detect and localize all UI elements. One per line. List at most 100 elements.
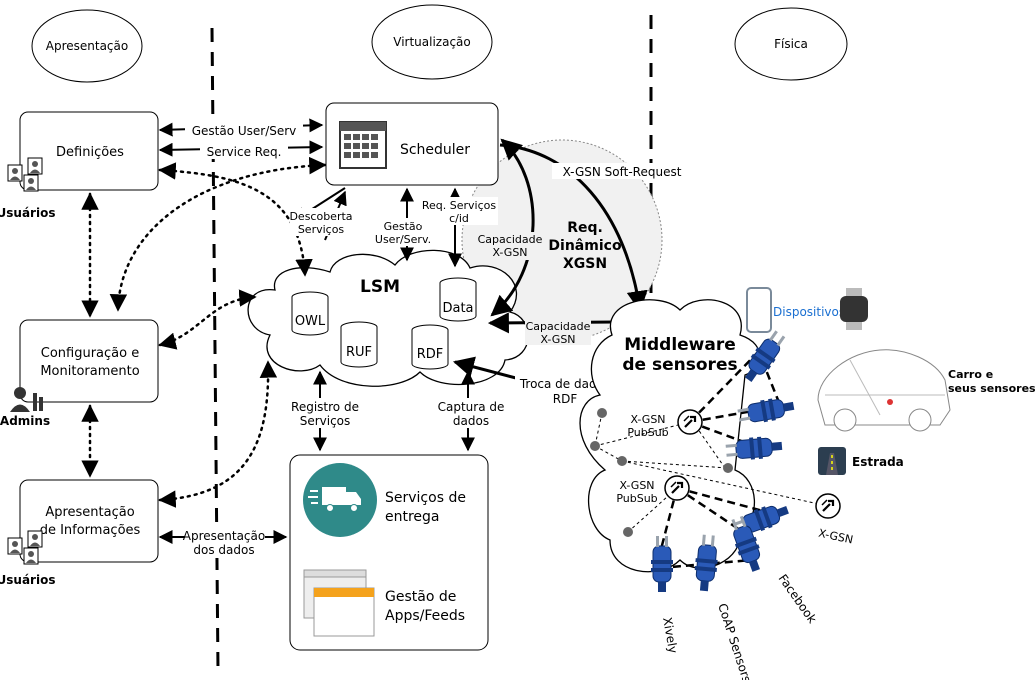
app-window-icon bbox=[303, 569, 375, 637]
car-label-1: Carro e bbox=[948, 368, 993, 381]
svg-text:Gestão User/Serv: Gestão User/Serv bbox=[192, 124, 297, 138]
car-label-2: seus sensores bbox=[948, 382, 1035, 395]
svg-text:de sensores: de sensores bbox=[622, 355, 737, 375]
smartphone-icon bbox=[746, 287, 772, 333]
pubsub1-label-1: X-GSN bbox=[630, 413, 665, 426]
road-icon bbox=[818, 447, 846, 475]
svg-text:Troca de dados: Troca de dados bbox=[519, 377, 610, 391]
sensor-middleware-cloud: Middleware de sensores bbox=[579, 299, 761, 573]
car-sensors-image bbox=[817, 349, 951, 432]
road-label: Estrada bbox=[852, 455, 904, 469]
config-monitoring-box: Configuração e Monitoramento bbox=[19, 319, 159, 403]
svg-text:LSM: LSM bbox=[360, 277, 400, 297]
edge-data-presentation: Apresentação dos dados bbox=[158, 528, 288, 558]
delivery-label-2: entrega bbox=[385, 509, 440, 525]
dotted-config-lsm bbox=[158, 289, 257, 350]
svg-text:dados: dados bbox=[453, 414, 489, 428]
apps-label-2: Apps/Feeds bbox=[385, 608, 465, 624]
facebook-label: Facebook bbox=[776, 572, 820, 626]
layer-virtualization: Virtualização bbox=[371, 4, 493, 80]
svg-text:c/id: c/id bbox=[449, 212, 469, 225]
svg-text:RUF: RUF bbox=[346, 345, 372, 360]
svg-text:XGSN: XGSN bbox=[563, 256, 607, 272]
svg-text:Definições: Definições bbox=[56, 145, 124, 160]
xively-label: Xively bbox=[660, 616, 680, 654]
owl-database: OWL bbox=[291, 291, 329, 336]
layer-presentation: Apresentação bbox=[31, 9, 143, 83]
scheduler-box: Scheduler bbox=[325, 102, 499, 186]
delivery-label-1: Serviços de bbox=[385, 490, 466, 506]
coap-label: CoAP Sensors bbox=[715, 602, 754, 680]
edge-capacity-2: Capacidade X-GSN bbox=[487, 312, 616, 346]
devices-label: Dispositivos bbox=[773, 305, 845, 319]
svg-text:Descoberta: Descoberta bbox=[289, 210, 352, 223]
users-top-label: Usuários bbox=[0, 206, 55, 220]
edge-mgmt-user-serv: Gestão User/Serv. bbox=[370, 187, 436, 262]
svg-text:Capacidade: Capacidade bbox=[478, 233, 543, 246]
svg-text:User/Serv.: User/Serv. bbox=[375, 233, 431, 246]
svg-text:de Informações: de Informações bbox=[40, 523, 141, 538]
svg-text:Req.: Req. bbox=[567, 220, 603, 236]
admins-label: Admins bbox=[0, 414, 50, 428]
lsm-cloud: LSM bbox=[247, 249, 529, 387]
rdf-database: RDF bbox=[411, 324, 449, 370]
ruf-database: RUF bbox=[340, 321, 378, 368]
edge-register-services: Registro de Serviços bbox=[285, 370, 365, 452]
edge-req-services: Req. Serviços c/id bbox=[420, 187, 498, 268]
svg-text:Capacidade: Capacidade bbox=[526, 320, 591, 333]
svg-text:Dinâmico: Dinâmico bbox=[548, 238, 622, 254]
svg-text:X-GSN: X-GSN bbox=[492, 246, 527, 259]
svg-text:RDF: RDF bbox=[553, 392, 578, 406]
users-bottom-label: Usuários bbox=[0, 573, 55, 587]
definitions-box: Definições bbox=[19, 111, 159, 191]
svg-text:Apresentação: Apresentação bbox=[46, 39, 128, 53]
calendar-icon bbox=[339, 121, 387, 169]
svg-text:Middleware: Middleware bbox=[624, 335, 736, 355]
svg-text:Registro de: Registro de bbox=[291, 400, 359, 414]
layer-physical: Física bbox=[734, 7, 848, 81]
delivery-truck-icon bbox=[303, 463, 377, 537]
edge-user-serv-mgmt: Gestão User/Serv bbox=[158, 118, 324, 138]
xgsn-node bbox=[814, 492, 842, 520]
svg-text:X-GSN Soft-Request: X-GSN Soft-Request bbox=[563, 165, 682, 179]
svg-text:Serviços: Serviços bbox=[298, 223, 345, 236]
apps-label-1: Gestão de bbox=[385, 589, 456, 605]
svg-text:Física: Física bbox=[774, 37, 808, 51]
svg-text:Service Req.: Service Req. bbox=[207, 145, 282, 159]
svg-text:Serviços: Serviços bbox=[300, 414, 351, 428]
pubsub2-label-2: PubSub bbox=[616, 492, 657, 505]
edge-capacity-1: Capacidade X-GSN bbox=[475, 138, 545, 317]
sensor-node-dots bbox=[590, 408, 733, 537]
svg-text:Data: Data bbox=[442, 301, 473, 316]
svg-text:Req. Serviços: Req. Serviços bbox=[422, 199, 497, 212]
svg-text:X-GSN: X-GSN bbox=[540, 333, 575, 346]
data-database: Data bbox=[439, 277, 477, 322]
svg-text:dos dados: dos dados bbox=[193, 543, 254, 557]
dynamic-request-label: Req. Dinâmico XGSN bbox=[548, 220, 622, 272]
edge-soft-request: X-GSN Soft-Request bbox=[499, 143, 692, 313]
pubsub2-label-1: X-GSN bbox=[619, 479, 654, 492]
xgsn-pubsub-node-1 bbox=[676, 408, 704, 436]
pubsub1-label-2: PubSub bbox=[627, 426, 668, 439]
svg-text:Apresentação: Apresentação bbox=[183, 529, 265, 543]
edge-capture-data: Captura de dados bbox=[432, 370, 510, 452]
svg-text:Monitoramento: Monitoramento bbox=[40, 364, 139, 379]
edge-service-req: Service Req. bbox=[158, 140, 324, 159]
dotted-scheduler-config bbox=[109, 156, 327, 312]
svg-text:Scheduler: Scheduler bbox=[400, 142, 470, 158]
svg-text:Captura de: Captura de bbox=[438, 400, 505, 414]
dotted-def-lsm bbox=[158, 162, 313, 277]
xgsn-label: X-GSN bbox=[817, 527, 854, 547]
edge-discovery: Descoberta Serviços bbox=[289, 187, 353, 241]
xgsn-pubsub-node-2 bbox=[663, 474, 691, 502]
svg-text:RDF: RDF bbox=[417, 347, 444, 362]
svg-text:OWL: OWL bbox=[295, 314, 326, 329]
admins-icon bbox=[10, 387, 43, 412]
svg-text:Virtualização: Virtualização bbox=[393, 35, 471, 49]
info-presentation-box: Apresentação de Informações bbox=[19, 479, 159, 563]
svg-text:Gestão: Gestão bbox=[384, 220, 423, 233]
svg-text:Configuração e: Configuração e bbox=[41, 346, 139, 361]
svg-text:Apresentação: Apresentação bbox=[45, 505, 134, 520]
dotted-info-lsm bbox=[158, 360, 278, 508]
